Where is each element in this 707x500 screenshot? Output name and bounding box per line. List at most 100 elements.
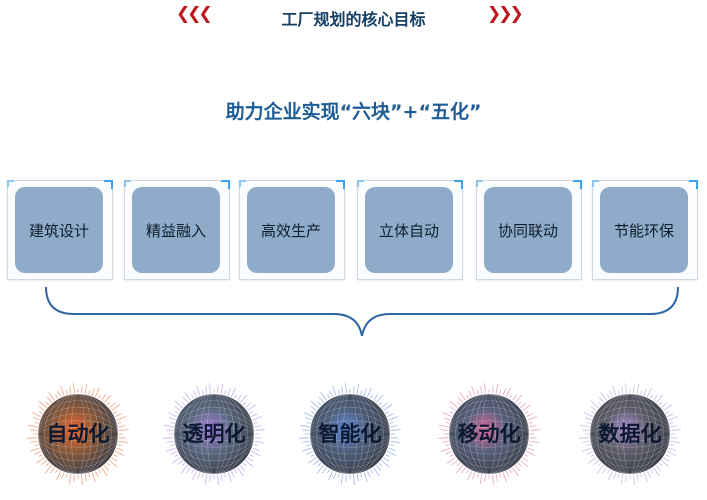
sphere-fringe — [174, 454, 179, 457]
sphere-fringe — [302, 429, 310, 431]
sphere-fringe — [515, 465, 521, 472]
sphere-fringe — [383, 404, 393, 411]
sphere-fringe — [467, 470, 473, 481]
sphere-fringe — [636, 383, 640, 394]
sphere-fringe — [366, 387, 372, 398]
sphere-fringe — [310, 411, 315, 414]
sphere-fringe — [209, 474, 211, 482]
sphere-fringe — [598, 396, 604, 403]
sphere-fringe — [385, 411, 390, 414]
sphere-fringe — [646, 387, 652, 398]
sphere-meridian — [200, 393, 228, 475]
sphere-icon — [438, 383, 540, 485]
sphere-fringe — [55, 394, 58, 399]
corner-accent — [573, 180, 582, 189]
sphere-fringe — [612, 385, 617, 396]
sphere-parallel — [448, 427, 530, 441]
sphere-fringe — [528, 444, 533, 447]
sphere-meridian — [51, 393, 105, 475]
sphere-meridian — [180, 393, 248, 475]
sphere-fringe — [499, 473, 502, 478]
sphere-fringe — [643, 472, 648, 483]
corner-accent — [357, 180, 364, 187]
block-label: 建筑设计 — [15, 187, 103, 273]
sphere-fringe — [484, 474, 486, 482]
sphere-fringe — [191, 469, 194, 474]
sphere-fringe — [230, 387, 236, 398]
sphere-fringe — [529, 437, 537, 439]
sphere-fringe — [174, 406, 181, 411]
sphere-fringe — [180, 465, 188, 474]
sphere-fringe — [608, 470, 614, 481]
sphere-fringe — [590, 400, 599, 408]
sphere-fringe — [170, 421, 175, 424]
sphere-fringe — [117, 444, 122, 447]
sphere-fringe — [170, 450, 178, 455]
sphere-fringe — [247, 404, 257, 411]
sphere-fringe — [445, 421, 450, 424]
sphere-fringe — [653, 394, 658, 401]
sphere-fringe — [515, 394, 523, 403]
sphere-fringe — [220, 383, 224, 394]
sphere-fringe — [182, 396, 188, 403]
sphere-fringe — [441, 429, 449, 431]
sphere-fringe — [322, 467, 327, 474]
sphere-meridian — [44, 393, 112, 475]
block-card-2: 精益融入 — [124, 180, 230, 280]
sphere-fringe — [646, 470, 651, 478]
sphere-fringe — [529, 425, 537, 428]
orb-intelligence: 智能化 — [298, 382, 402, 486]
sphere-fringe — [118, 437, 126, 439]
sphere-fringe — [306, 421, 311, 424]
sphere-fringe — [168, 417, 176, 421]
sphere-fringe — [522, 404, 532, 411]
sphere-fringe — [91, 388, 95, 396]
sphere-fringe — [376, 394, 384, 403]
sphere-fringe — [65, 390, 68, 395]
sphere-parallel — [448, 420, 530, 448]
sphere-fringe — [104, 394, 112, 403]
sphere-fringe — [310, 454, 315, 457]
sphere-fringe — [590, 411, 595, 414]
sphere-fringe — [669, 421, 674, 424]
sphere-fringe — [445, 444, 450, 447]
sphere-fringe — [163, 424, 174, 428]
sphere-fringe — [312, 460, 319, 466]
sphere-fringe — [68, 474, 72, 485]
sphere-fringe — [386, 450, 397, 456]
sphere-fringe — [101, 467, 108, 477]
sphere-fringe — [381, 460, 390, 468]
sphere-fringe — [528, 421, 533, 424]
sphere-fringe — [596, 465, 604, 474]
sphere-fringe — [191, 394, 194, 399]
sphere-meridian — [207, 393, 221, 475]
sphere-fringe — [661, 402, 668, 408]
sphere-fringe — [217, 386, 219, 394]
sphere-fringe — [669, 444, 674, 447]
orb-automation: 自动化 — [26, 382, 130, 486]
sphere-fringe — [468, 390, 473, 398]
sphere-fringe — [446, 457, 456, 464]
sphere-fringe — [587, 457, 597, 464]
sphere-fringe — [181, 401, 186, 406]
sphere-fringe — [386, 413, 394, 418]
sphere-meridian — [603, 393, 657, 475]
sphere-fringe — [245, 402, 252, 408]
sphere-body — [38, 394, 118, 474]
sphere-fringe — [586, 450, 594, 455]
sphere-fringe — [176, 460, 183, 466]
sphere-parallel — [37, 400, 119, 468]
sphere-parallel — [448, 407, 530, 461]
sphere-fringe — [204, 474, 208, 485]
sphere-fringe — [522, 457, 529, 462]
corner-accent — [7, 180, 14, 187]
sphere-fringe — [44, 465, 52, 474]
sphere-fringe — [633, 386, 635, 394]
sphere-fringe — [456, 401, 461, 406]
sphere-fringe — [196, 385, 201, 396]
sphere-fringe — [167, 412, 178, 418]
block-card-4: 立体自动 — [357, 180, 463, 280]
sphere-fringe — [512, 394, 517, 401]
sphere-fringe — [117, 421, 122, 424]
sphere-fringe — [656, 465, 662, 472]
